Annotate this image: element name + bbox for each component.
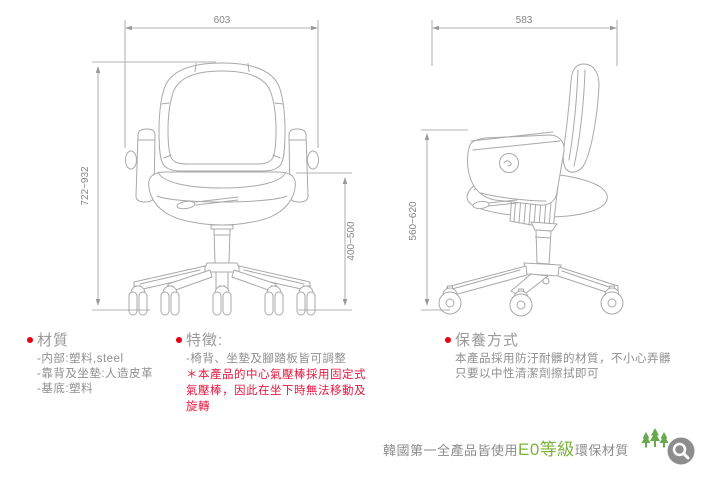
front-seat-height-label: 400~500 — [346, 221, 357, 261]
bullet-icon — [27, 336, 33, 343]
front-height-label: 722~932 — [80, 166, 91, 206]
magnifier-icon — [667, 437, 695, 465]
care-line: 只要以中性清潔劑擦拭即可 — [455, 368, 599, 380]
zoom-button[interactable] — [667, 437, 695, 465]
features-note-line: 旋轉 — [186, 401, 210, 413]
features-note-line: 氣壓棒，因此在坐下時無法移動及 — [186, 385, 366, 397]
eco-tagline-prefix: 韓國第一全產品皆使用 — [383, 443, 519, 458]
side-width-label: 583 — [516, 15, 533, 26]
chair-side-view — [438, 63, 624, 317]
materials-section: 材質 -内部:塑料,steel -靠背及坐墊:人造皮革 -基底:塑料 — [27, 329, 153, 397]
bullet-icon — [176, 336, 182, 343]
front-width-label: 603 — [214, 15, 231, 26]
dimension-diagram: 603 722~932 400~500 583 — [80, 15, 624, 317]
materials-item: -内部:塑料,steel — [37, 353, 124, 365]
features-title: 特徵: — [186, 332, 224, 349]
materials-title: 材質 — [37, 332, 70, 349]
care-title: 保養方式 — [455, 332, 520, 349]
materials-item: -靠背及坐墊:人造皮革 — [37, 368, 154, 380]
materials-item: -基底:塑料 — [37, 383, 94, 395]
features-item: -椅背、坐墊及腳踏板皆可調整 — [186, 353, 347, 365]
side-armrest-height-dimension: 560~620 — [408, 129, 468, 311]
care-section: 保養方式 本產品採用防汙耐髒的材質，不小心弄髒 只要以中性清潔劑擦拭即可 — [445, 329, 671, 382]
eco-grade-highlight: E0等級 — [518, 440, 575, 459]
chair-front-view — [125, 61, 319, 316]
eco-tagline-suffix: 環保材質 — [574, 443, 629, 458]
care-line: 本產品採用防汙耐髒的材質，不小心弄髒 — [455, 353, 671, 365]
front-width-dimension: 603 — [124, 15, 319, 148]
side-width-dimension: 583 — [431, 15, 618, 66]
front-seat-height-dimension: 400~500 — [296, 172, 357, 311]
features-note-line: ＊本產品的中心氣壓棒採用固定式 — [186, 369, 366, 381]
trees-icon — [641, 428, 669, 448]
features-section: 特徵: -椅背、坐墊及腳踏板皆可調整 ＊本產品的中心氣壓棒採用固定式 氣壓棒，因… — [176, 329, 366, 415]
bullet-icon — [445, 336, 451, 343]
side-armrest-height-label: 560~620 — [408, 201, 419, 241]
front-height-dimension: 722~932 — [80, 61, 216, 311]
